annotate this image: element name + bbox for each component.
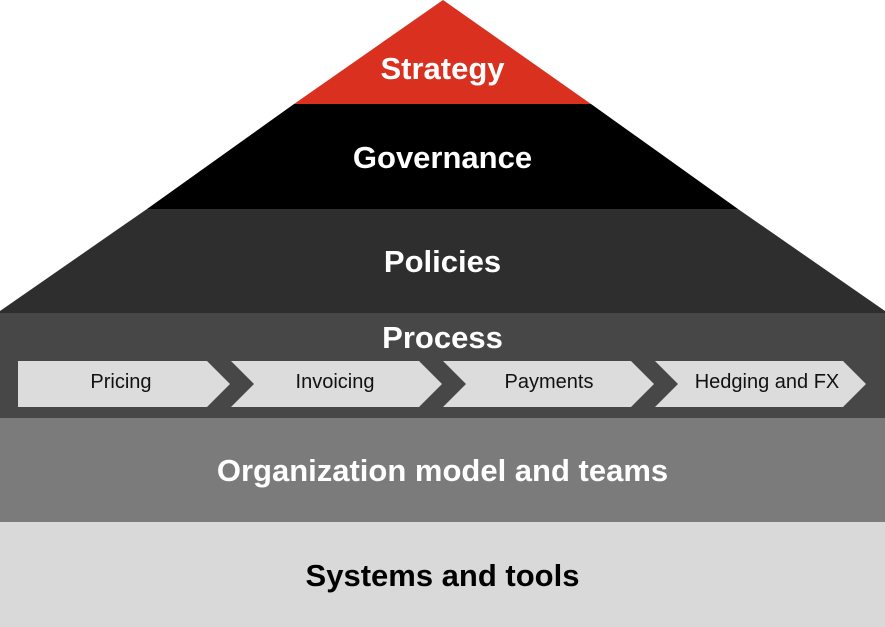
process-label: Process xyxy=(382,320,503,355)
step-payments-label: Payments xyxy=(504,371,594,393)
step-pricing-label: Pricing xyxy=(90,371,152,393)
policies-label: Policies xyxy=(383,244,502,279)
chevron-pricing xyxy=(18,361,230,407)
chevron-invoicing xyxy=(231,361,442,407)
step-invoicing-label: Invoicing xyxy=(295,371,375,393)
governance-label: Governance xyxy=(352,140,533,175)
organization-label: Organization model and teams xyxy=(216,453,669,488)
strategy-label: Strategy xyxy=(380,51,505,86)
governance-layer xyxy=(147,104,738,209)
chevron-payments xyxy=(443,361,654,407)
strategy-layer xyxy=(294,0,591,104)
systems-label: Systems and tools xyxy=(305,558,580,593)
systems-layer xyxy=(0,522,885,627)
step-hedging-label: Hedging and FX xyxy=(694,371,840,393)
chevron-hedging xyxy=(655,361,866,407)
policies-layer xyxy=(0,209,885,313)
organization-layer xyxy=(0,418,885,522)
